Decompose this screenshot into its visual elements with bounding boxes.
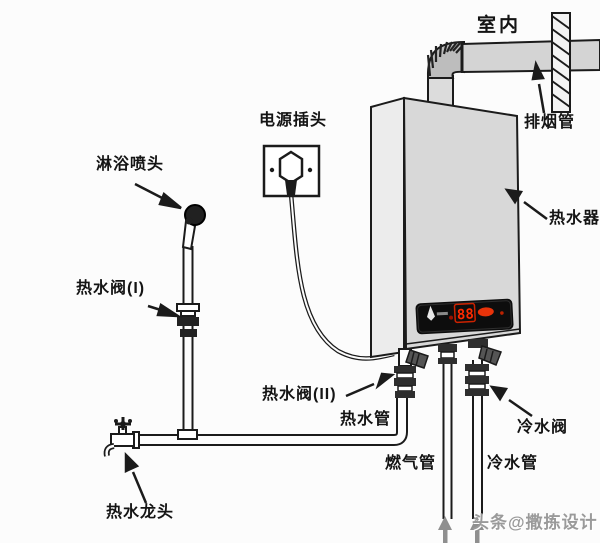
water-heater-arrow: [504, 188, 548, 221]
cold-water-valve-arrow: [489, 385, 533, 418]
power-cord: [288, 193, 395, 361]
label-arrows: [124, 60, 548, 504]
hot-water-pipe: [136, 396, 408, 446]
water-heater-body: [370, 96, 522, 359]
indoor-label: 室内: [477, 15, 522, 36]
watermark: 头条@撒拣设计: [472, 513, 598, 532]
exhaust-pipe-arrow: [531, 60, 546, 114]
cold-water-valve-icon: [465, 339, 502, 519]
water-heater-label: 热水器: [549, 210, 600, 227]
flow-arrow-up-gas: [438, 516, 452, 543]
power-plug-label: 电源插头: [259, 112, 328, 129]
power-outlet-icon: [262, 144, 321, 198]
hot-water-faucet-icon: [103, 417, 140, 457]
shower-head-label: 淋浴喷头: [96, 156, 165, 173]
heater-control-panel: 88: [415, 298, 514, 335]
brand-flame-icon: [426, 305, 435, 321]
hot-water-faucet-label: 热水龙头: [106, 504, 175, 521]
hot-water-valve-2-icon: [394, 348, 429, 398]
wall: [551, 12, 571, 113]
gas-pipe: [438, 344, 457, 519]
shower-head-icon: [184, 204, 206, 226]
shower-head-arrow: [134, 182, 182, 210]
corrugated-elbow-icon: [426, 40, 465, 79]
hot-water-valve-2-label: 热水阀(II): [262, 386, 337, 403]
flow-arrow-up-cold: [470, 516, 484, 543]
hot-water-valve-1-icon: [176, 303, 200, 337]
hot-water-valve-2-arrow: [345, 372, 396, 398]
shower-pipe: [181, 219, 197, 436]
gas-pipe-label: 燃气管: [385, 455, 437, 472]
hot-water-valve-1-label: 热水阀(I): [76, 280, 146, 297]
cold-water-pipe-label: 冷水管: [487, 455, 539, 472]
cold-water-valve-label: 冷水阀: [517, 419, 569, 436]
exhaust-pipe-label: 排烟管: [524, 114, 576, 131]
hot-water-valve-1-arrow: [147, 303, 183, 318]
hot-water-faucet-arrow: [124, 451, 148, 504]
hot-water-pipe-label: 热水管: [340, 411, 392, 428]
display-digits: 88: [457, 306, 475, 323]
exhaust-duct-horizontal: [460, 38, 600, 74]
